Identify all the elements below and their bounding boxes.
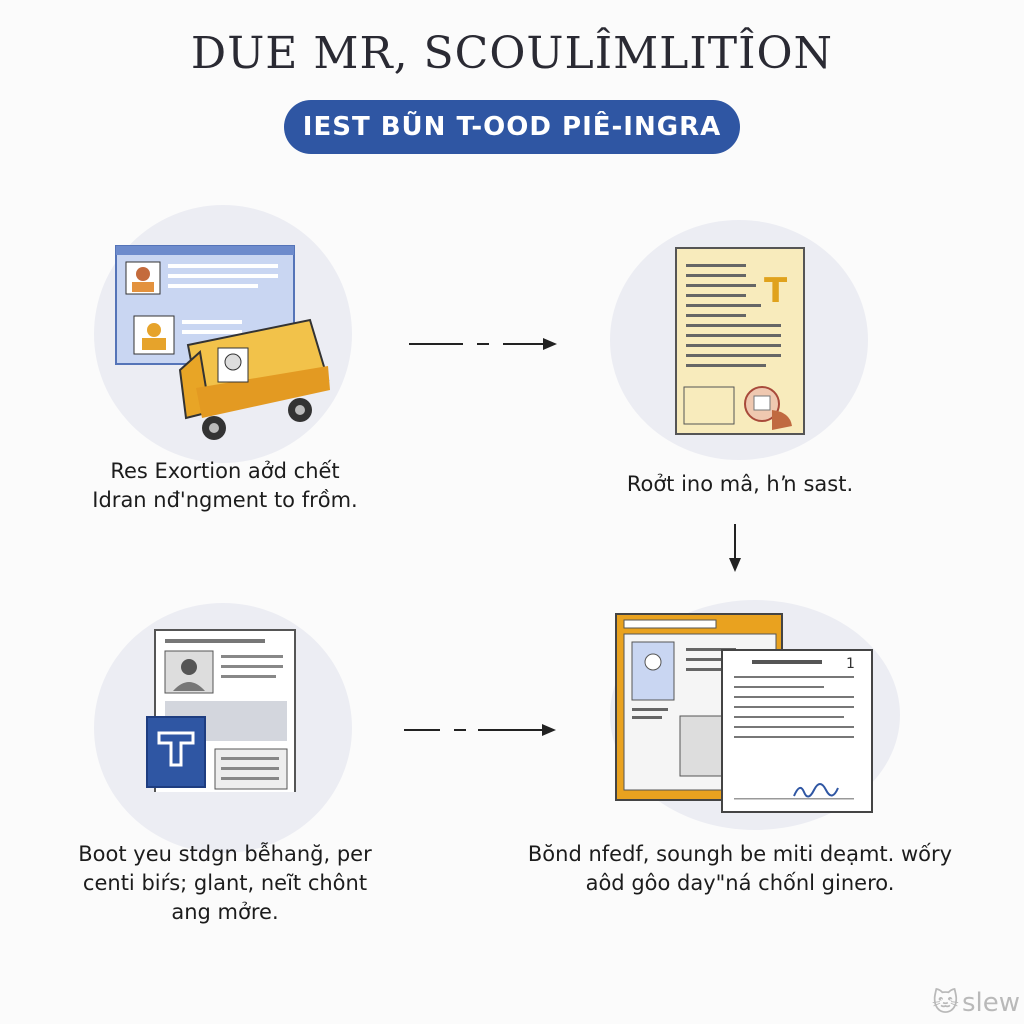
page-title: DUE MR, SCOULÎMLITÎON — [190, 28, 834, 79]
profile-and-van-icon — [115, 245, 330, 440]
arrow-right-icon — [404, 724, 556, 736]
signed-contract-icon: 1 — [615, 613, 873, 813]
caption-line: Boot yeu stdgn bễhanğ, per — [78, 842, 372, 866]
step-1-caption: Res Exortion aởd chết Idran nđ'ngment to… — [40, 457, 410, 515]
step-2-caption: Roởt ino mâ, hŉ sast. — [560, 470, 920, 499]
caption-line: ang mởre. — [171, 900, 279, 924]
svg-text:T: T — [764, 271, 788, 311]
watermark-text: slew — [961, 988, 1020, 1018]
arrow-down-icon — [729, 524, 741, 572]
caption-line: Bŏnd nfedf, soungh be miti deạmt. wốry — [527, 842, 953, 866]
subtitle-banner: IEST BŨN T-OOD PIÊ-INGRA — [284, 100, 740, 154]
caption-line: centi biŕs; glant, neĩt chônt — [82, 871, 368, 895]
form-with-stamp-icon — [146, 629, 296, 792]
caption-line: Idran nđ'ngment to frồm. — [92, 488, 358, 512]
step-4-caption: Bŏnd nfedf, soungh be miti deạmt. wốry a… — [500, 840, 980, 898]
watermark-logo: 🐱︎ slew — [932, 988, 1020, 1018]
svg-text:1: 1 — [846, 656, 855, 672]
caption-line: aôd gôo day"ná chốnl ginero. — [585, 871, 895, 895]
step-3-caption: Boot yeu stdgn bễhanğ, per centi biŕs; g… — [40, 840, 410, 927]
logo-icon: 🐱︎ — [931, 988, 959, 1018]
document-with-seal-icon: T — [675, 247, 805, 435]
arrow-right-icon — [409, 338, 557, 350]
caption-line: Res Exortion aởd chết — [110, 459, 340, 483]
caption-line: Roởt ino mâ, hŉ sast. — [626, 472, 854, 496]
